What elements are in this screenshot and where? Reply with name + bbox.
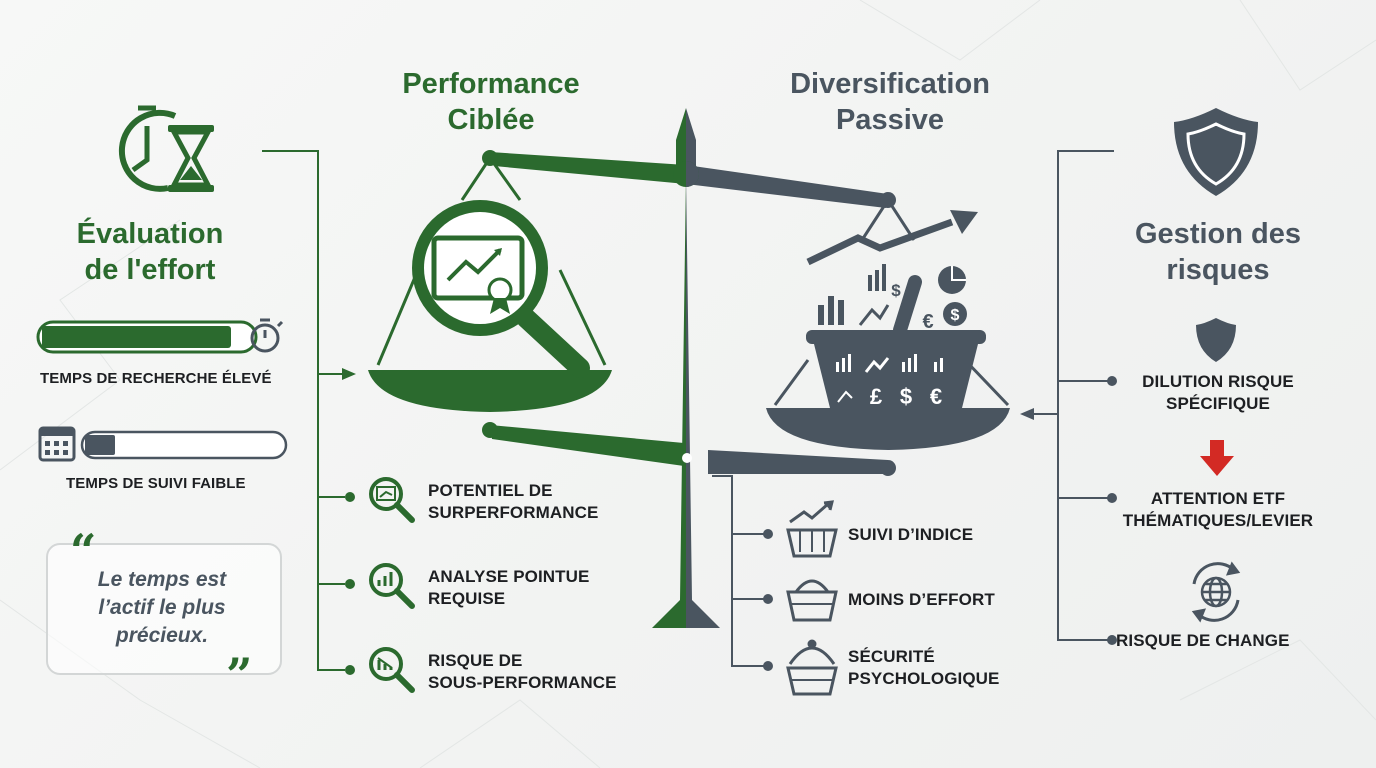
effort-connector — [262, 150, 345, 671]
globe-exchange-icon — [1191, 561, 1241, 623]
covered-basket-icon — [786, 639, 838, 696]
open-quote-icon: “ — [70, 524, 97, 578]
shield-icon — [1196, 318, 1236, 362]
research-time-label: TEMPS DE RECHERCHE ÉLEVÉ — [40, 370, 272, 387]
stopwatch-icon — [250, 318, 284, 353]
lower-beam-right — [708, 450, 888, 474]
clock-hourglass-icon — [118, 105, 177, 192]
hourglass — [168, 125, 214, 192]
beam-left — [490, 152, 686, 184]
magnifier-chart-icon — [369, 477, 415, 523]
passive-item-3: SÉCURITÉ PSYCHOLOGIQUE — [848, 647, 1000, 688]
beam-right — [686, 165, 888, 208]
basket-icon — [786, 579, 838, 622]
targeted-item-1: POTENTIEL DE SURPERFORMANCE — [428, 481, 599, 522]
arrow-to-right-pan — [1020, 408, 1034, 420]
right-pan-title: Diversification Passive — [790, 68, 990, 136]
svg-text:€: € — [930, 384, 942, 409]
svg-text:$: $ — [891, 281, 901, 300]
shield-large-icon — [1174, 108, 1258, 196]
effort-title: Évaluation de l'effort — [30, 216, 270, 288]
investment-basket-icon: $ € $ £ $ € — [806, 210, 986, 409]
lower-beam-left — [490, 425, 684, 466]
risk-item-1: DILUTION RISQUE SPÉCIFIQUE — [1142, 372, 1294, 413]
down-arrow-icon — [1200, 440, 1234, 476]
risk-title: Gestion des risques — [1135, 218, 1301, 286]
left-pan-title: Performance Ciblée — [402, 68, 580, 136]
scale-pillar-left — [652, 175, 686, 628]
basket-chart-icon — [786, 500, 838, 558]
effort-title-line1: Évaluation — [76, 218, 224, 250]
calendar-icon — [38, 426, 76, 462]
passive-item-1: SUIVI D’INDICE — [848, 525, 974, 544]
risk-connector — [1030, 150, 1114, 641]
quote-box — [46, 543, 282, 675]
risk-item-2: ATTENTION ETF THÉMATIQUES/LEVIER — [1122, 489, 1314, 530]
magnifier-decline-icon — [369, 647, 415, 693]
passive-item-2: MOINS D’EFFORT — [848, 590, 995, 609]
follow-time-label: TEMPS DE SUIVI FAIBLE — [66, 475, 246, 492]
effort-title-line2: de l'effort — [84, 254, 216, 286]
svg-text:$: $ — [951, 307, 960, 324]
svg-text:€: € — [922, 311, 933, 333]
svg-text:£: £ — [870, 384, 883, 409]
scale-pillar-right — [686, 175, 720, 628]
left-pan — [368, 157, 612, 412]
close-quote-icon: ” — [226, 648, 253, 702]
follow-time-bar — [80, 430, 288, 460]
magnifier-certificate-icon — [412, 200, 590, 378]
svg-text:$: $ — [900, 384, 912, 409]
passive-connector — [712, 475, 765, 667]
research-time-bar — [36, 320, 258, 354]
right-pan — [766, 199, 1010, 450]
targeted-item-3: RISQUE DE SOUS-PERFORMANCE — [428, 651, 617, 692]
risk-item-3: RISQUE DE CHANGE — [1116, 631, 1290, 650]
arrow-to-left-pan — [342, 368, 356, 380]
targeted-item-2: ANALYSE POINTUE REQUISE — [428, 567, 590, 608]
quote-text: Le temps est l’actif le plus précieux. — [97, 568, 227, 647]
magnifier-analysis-icon — [369, 563, 415, 609]
